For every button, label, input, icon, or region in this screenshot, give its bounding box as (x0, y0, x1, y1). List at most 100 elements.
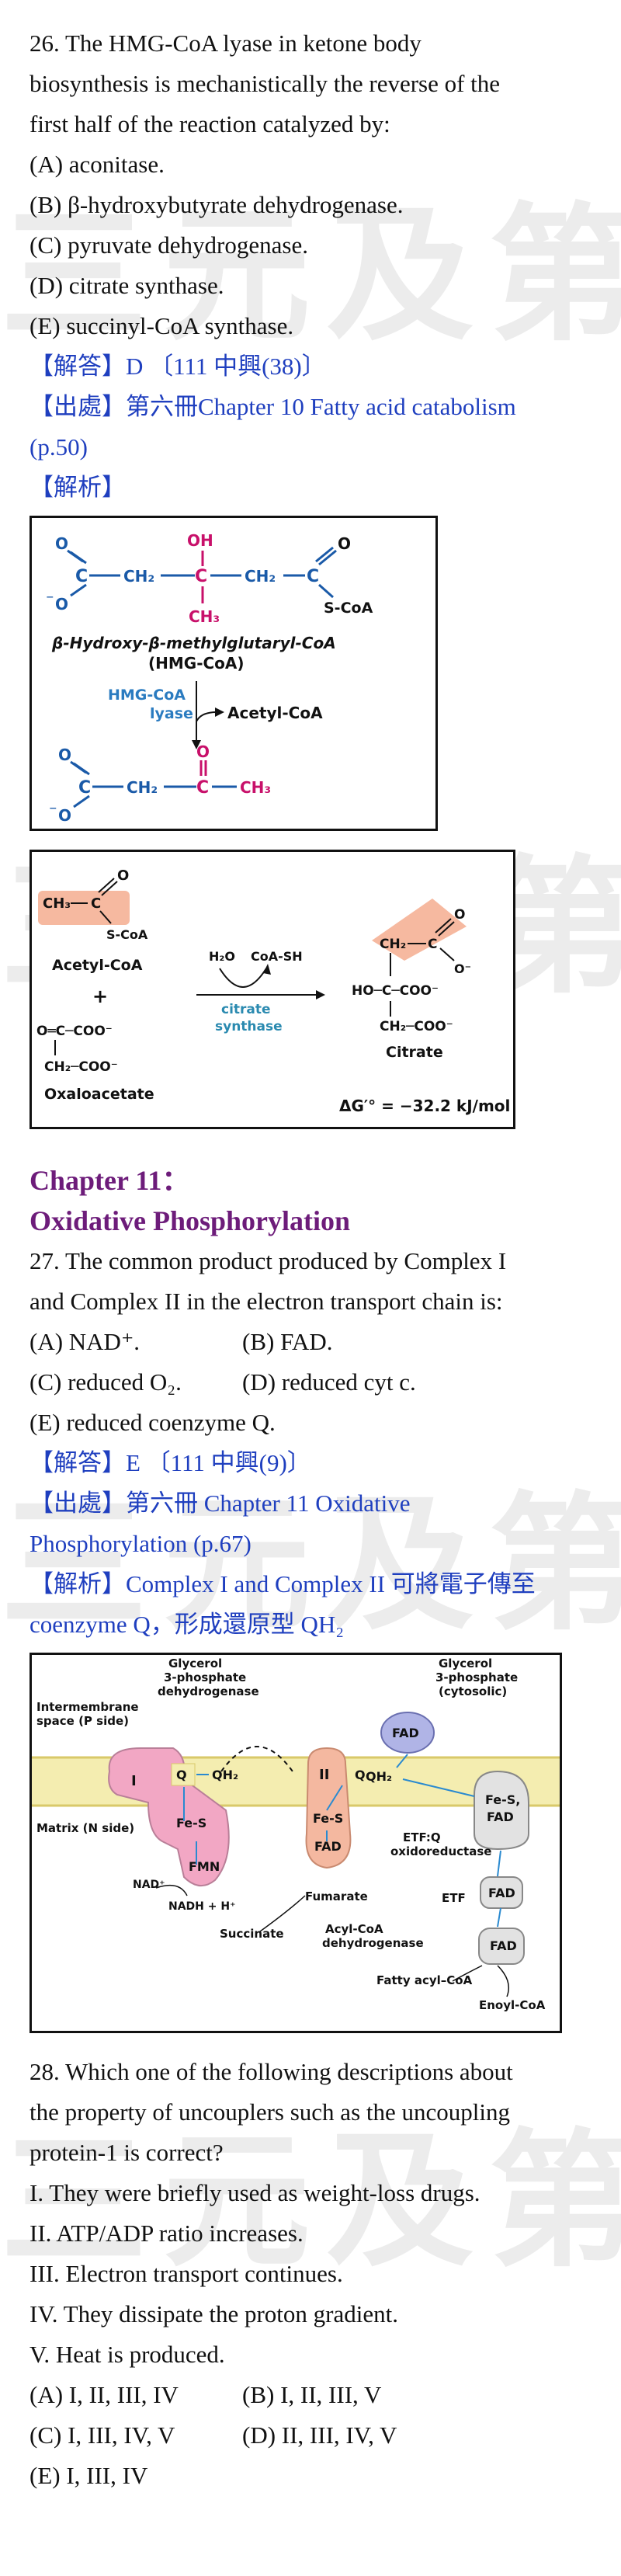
oxygen-label: O (55, 595, 68, 614)
oxaloacetate-top: O═C─COO⁻ (36, 1024, 113, 1039)
question-text: biosynthesis is mechanistically the reve… (29, 70, 501, 97)
label-matrix: Matrix (N side) (36, 1821, 134, 1835)
compound-name: Oxaloacetate (44, 1086, 154, 1103)
chapter-heading: Chapter 11： Oxidative Phosphorylation (29, 1160, 604, 1241)
oxygen-label: O (58, 746, 71, 764)
label-g3p-dh: Glycerol (168, 1656, 222, 1670)
fmn-label: FMN (189, 1859, 220, 1874)
ch3-label: CH₃ (240, 778, 271, 797)
source: (p.50) (29, 433, 88, 461)
answer: 【解答】E 〔111 中興(9)〕 (29, 1449, 311, 1476)
explanation: 【解析】Complex I and Complex II 可將電子傳至 (29, 1570, 536, 1597)
oxygen-label: O (117, 867, 129, 884)
label-intermembrane: space (P side) (36, 1714, 129, 1728)
product-label: Acetyl-CoA (227, 704, 323, 722)
enzyme-label: synthase (215, 1019, 283, 1034)
enzyme-label: HMG-CoA (108, 687, 186, 704)
page-content: 26. The HMG-CoA lyase in ketone body bio… (29, 23, 604, 2496)
qh2-label: QH₂ (366, 1769, 392, 1784)
watermark: 三元及第 (0, 2115, 621, 2287)
acyl-dh-label: Acyl-CoA (325, 1922, 383, 1936)
source: Phosphorylation (p.67) (29, 1530, 252, 1557)
complex-ii-label: II (319, 1767, 329, 1783)
option-e: (E) reduced coenzyme Q. (29, 1409, 276, 1436)
ch2-label: CH₂ (123, 567, 154, 586)
question-text: 27. The common product produced by Compl… (29, 1247, 507, 1274)
carbon-label: C (91, 895, 101, 912)
ch2-label: CH₂ (380, 937, 406, 952)
option-row: (A) I, II, III, IV (B) I, II, III, V (29, 2375, 604, 2415)
qh2-label: QH₂ (212, 1768, 238, 1782)
label-g3p-dh: dehydrogenase (158, 1684, 259, 1698)
oxygen-label: O (58, 806, 71, 825)
question-text: 26. The HMG-CoA lyase in ketone body (29, 30, 422, 57)
acyl-dh-label: dehydrogenase (322, 1936, 424, 1950)
electron-transport-figure: Glycerol 3-phosphate dehydrogenase Glyce… (29, 1653, 562, 2033)
label-intermembrane: Intermembrane (36, 1700, 139, 1714)
citrate-synthase-figure: CH₃ C O S-CoA Acetyl-CoA + O═C─COO⁻ CH₂─… (29, 850, 515, 1129)
question-text: 28. Which one of the following descripti… (29, 2058, 513, 2085)
compound-name: (HMG-CoA) (148, 654, 245, 673)
statement-ii: II. ATP/ADP ratio increases. (29, 2220, 304, 2247)
oxygen-label: O (55, 534, 68, 553)
plus-sign: + (92, 986, 108, 1007)
option-c: (C) I, III, IV, V (29, 2421, 175, 2449)
compound-name: Acetyl-CoA (52, 957, 143, 974)
fad-label: FAD (488, 1886, 515, 1900)
label-g3p-cyt: 3-phosphate (435, 1670, 518, 1684)
enoyl-label: Enoyl-CoA (479, 1998, 546, 2012)
watermark: 三元及第 (0, 189, 621, 361)
ch3-label: CH₃ (43, 895, 71, 912)
q-label: Q (355, 1768, 366, 1782)
citrate-synthase-diagram: CH₃ C O S-CoA Acetyl-CoA + O═C─COO⁻ CH₂─… (36, 867, 510, 1115)
electron-transport-diagram: Glycerol 3-phosphate dehydrogenase Glyce… (32, 1656, 560, 2012)
fes-label: Fe-S (313, 1811, 343, 1826)
free-energy-label: ΔG′° = −32.2 kJ/mol (339, 1097, 510, 1115)
ch2-label: CH₂ (245, 567, 276, 586)
option-row: (A) NAD⁺. (B) FAD. (29, 1322, 604, 1362)
label-g3p-cyt: (cytosolic) (439, 1684, 507, 1698)
scoa-label: S-CoA (106, 927, 148, 942)
carbon-label: C (195, 567, 207, 586)
fatty-acyl-label: Fatty acyl–CoA (376, 1973, 473, 1987)
question-text: first half of the reaction catalyzed by: (29, 110, 390, 137)
carbon-label: C (196, 778, 209, 798)
statement-v: V. Heat is produced. (29, 2341, 225, 2368)
explanation-label: 【解析】 (29, 474, 126, 501)
watermark: 三元及第 (0, 1479, 621, 1650)
nad-label: NAD⁺ (133, 1879, 165, 1891)
option-c: (C) reduced O₂. (29, 1368, 182, 1396)
question-text: protein-1 is correct? (29, 2139, 224, 2166)
enzyme-label: citrate (221, 1002, 271, 1017)
source: 【出處】第六冊Chapter 10 Fatty acid catabolism (29, 393, 516, 420)
question-27: 27. The common product produced by Compl… (29, 1241, 604, 1645)
nadh-label: NADH + H⁺ (168, 1900, 235, 1913)
citrate-bottom: CH₂─COO⁻ (380, 1019, 453, 1034)
etfq-label: ETF:Q (403, 1830, 441, 1844)
option-row: (C) reduced O₂. (D) reduced cyt c. (29, 1362, 604, 1403)
question-26: 26. The HMG-CoA lyase in ketone body bio… (29, 23, 604, 508)
option-a: (A) NAD⁺. (29, 1328, 141, 1355)
fes-label: Fe-S (176, 1816, 206, 1830)
option-b: (B) I, II, III, V (242, 2381, 382, 2408)
charge-label: ⁻ (46, 590, 54, 609)
explanation: coenzyme Q，形成還原型 QH₂ (29, 1611, 345, 1638)
carbon-label: C (428, 937, 437, 952)
statement-i: I. They were briefly used as weight-loss… (29, 2179, 480, 2206)
oxaloacetate-bottom: CH₂─COO⁻ (44, 1059, 118, 1075)
option-d: (D) citrate synthase. (29, 272, 224, 299)
water-label: H₂O (209, 949, 235, 964)
option-b: (B) β-hydroxybutyrate dehydrogenase. (29, 191, 404, 218)
ch3-label: CH₃ (189, 607, 220, 626)
question-text: the property of uncouplers such as the u… (29, 2098, 510, 2126)
statement-iv: IV. They dissipate the proton gradient. (29, 2300, 398, 2327)
option-e: (E) succinyl-CoA synthase. (29, 312, 294, 339)
option-b: (B) FAD. (242, 1328, 333, 1355)
fad-label: FAD (490, 1938, 517, 1953)
oxygen-label: O (196, 742, 210, 761)
scoa-label: S-CoA (324, 600, 373, 617)
answer: 【解答】D 〔111 中興(38)〕 (29, 353, 326, 380)
q-label: Q (176, 1768, 187, 1782)
coash-label: CoA-SH (251, 949, 303, 964)
source: 【出處】第六冊 Chapter 11 Oxidative (29, 1490, 411, 1517)
